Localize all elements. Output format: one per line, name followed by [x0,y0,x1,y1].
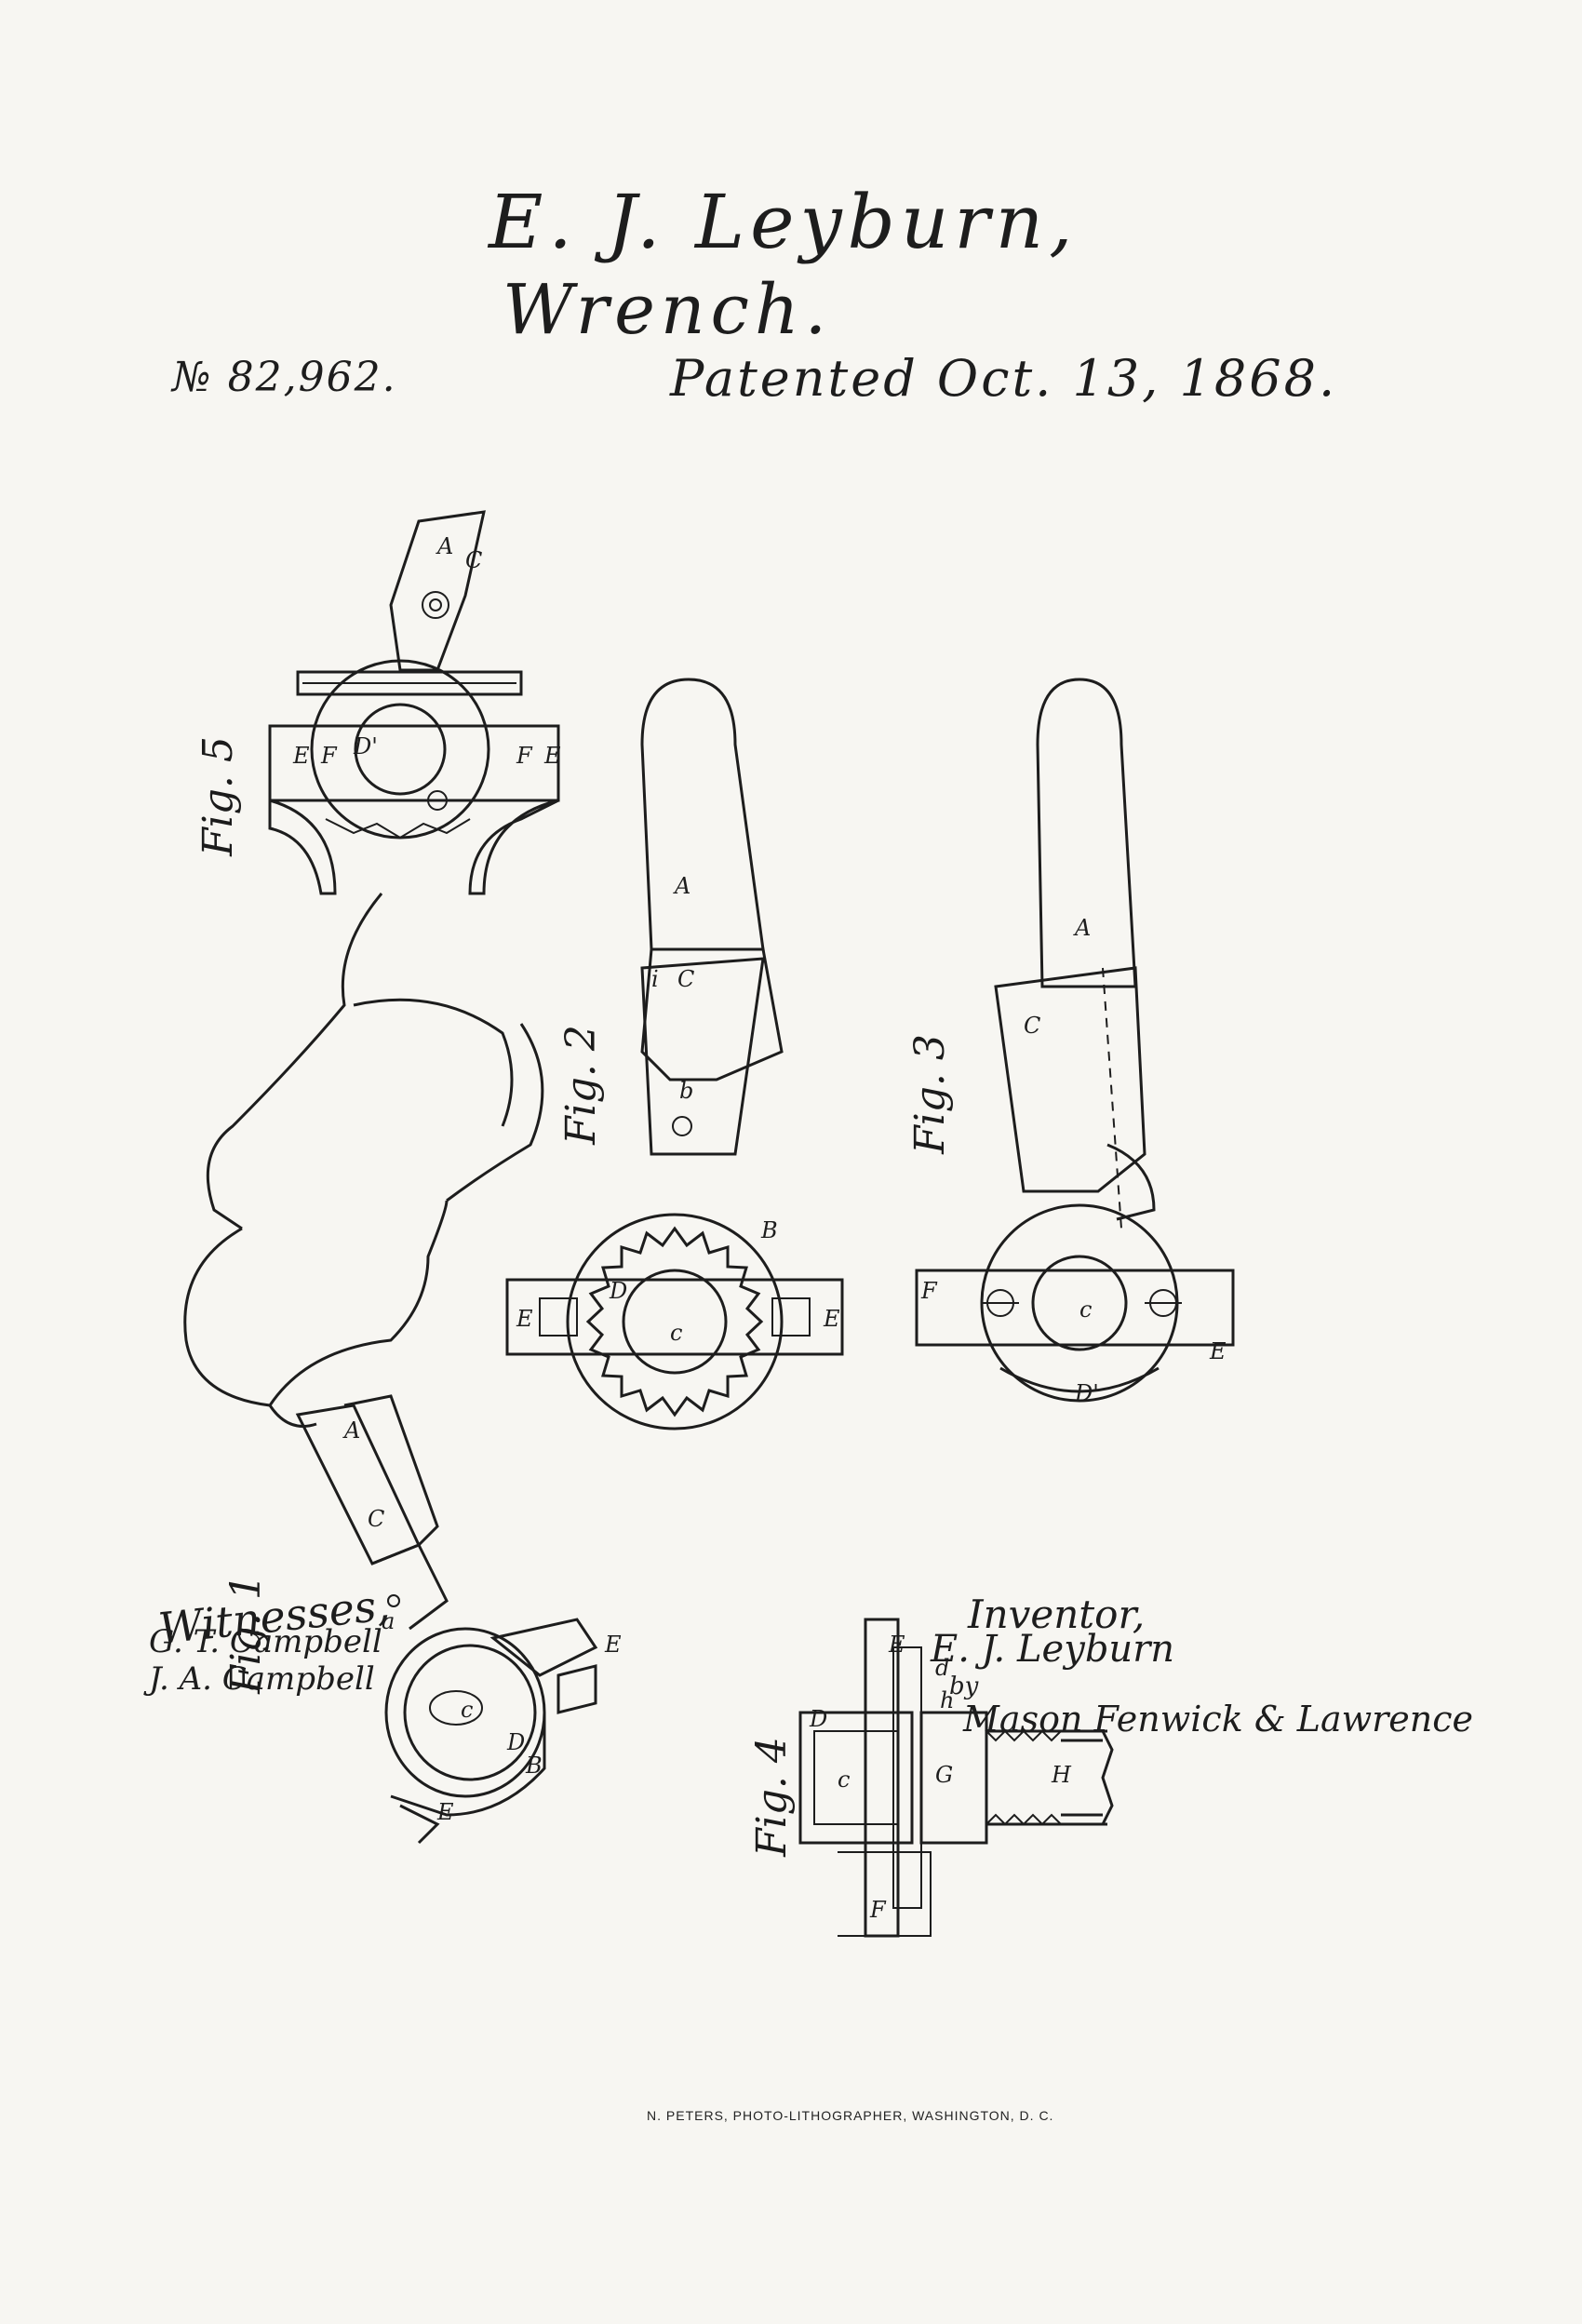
label-a-fig3: A [1073,915,1091,941]
label-d-prime-fig3: D' [1074,1380,1099,1406]
label-h-small-fig4: h [940,1687,954,1713]
label-d-prime: D' [353,733,378,759]
label-f-fig3: F [920,1278,938,1304]
hand-drawing [183,893,544,1428]
label-e-fig3: E [1209,1338,1227,1364]
label-c-fig3: C [1024,1013,1040,1039]
patent-date: Patented Oct. 13, 1868. [670,349,1338,408]
witness-signature-1: G. T. Campbell [149,1623,382,1660]
label-c-small: c [670,1320,682,1346]
label-e2-fig2: E [823,1306,840,1332]
label-f-fig4: F [869,1897,887,1923]
label-c-small-fig3: c [1079,1296,1092,1323]
label-e2: E [543,743,561,769]
label-g-fig4: G [935,1762,953,1788]
fig5-drawing [268,510,560,895]
label-e: E [292,743,310,769]
label-d-fig4: D [809,1706,827,1732]
label-b-fig1: B [525,1753,543,1779]
label-c-small-fig1: c [461,1697,473,1723]
label-a-fig1: A [342,1417,360,1444]
label-c-fig1: C [368,1506,384,1532]
label-e2-fig1: E [436,1799,454,1825]
fig1-drawing [295,1394,598,1845]
label-b-small: b [679,1078,693,1104]
patent-number: № 82,962. [172,354,397,401]
fig4-drawing [798,1618,1114,1938]
label-f: F [320,743,338,769]
printer-credit: N. PETERS, PHOTO-LITHOGRAPHER, WASHINGTO… [647,2108,1054,2123]
fig3-label: Fig. 3 [905,1034,954,1154]
fig4-label: Fig. 4 [747,1737,796,1857]
part-letters: A C E F F E D' A C i b B c D E E A C c F… [292,533,1227,1923]
label-b-fig2: B [760,1217,778,1243]
label-d-fig2: D [609,1278,627,1304]
label-e-fig2: E [516,1306,533,1332]
fig3-drawing [915,678,1235,1403]
inventor-label: Inventor, [968,1592,1146,1637]
attorney-signature: Mason Fenwick & Lawrence [962,1699,1473,1740]
fig5-label: Fig. 5 [194,736,242,856]
label-i: i [651,966,659,992]
label-c: C [465,547,482,573]
fig2-label: Fig. 2 [556,1025,605,1145]
witness-signature-2: J. A. Campbell [143,1660,375,1698]
fig2-drawing [505,678,844,1431]
inventor-name: E. J. Leyburn, [489,179,1079,265]
label-h-fig4: H [1051,1762,1072,1788]
label-a: A [436,533,453,559]
label-f2: F [516,743,533,769]
label-d-small-fig4: d [935,1655,949,1681]
label-e-fig1: E [604,1632,622,1658]
label-e-fig4: E [888,1632,905,1658]
label-a-small-fig1: a [382,1608,395,1634]
inventor-by: by [949,1672,979,1700]
inventor-signatures: E. J. Leyburn by Mason Fenwick & Lawrenc… [930,1628,1473,1740]
witness-signatures: G. T. Campbell J. A. Campbell [143,1623,382,1698]
label-a-fig2: A [673,873,690,899]
invention-title: Wrench. [503,270,833,350]
inventor-signature: E. J. Leyburn [930,1628,1174,1671]
label-c-small-fig4: c [838,1767,850,1793]
label-c-fig2: C [677,966,694,992]
label-d-fig1: D [506,1729,525,1755]
